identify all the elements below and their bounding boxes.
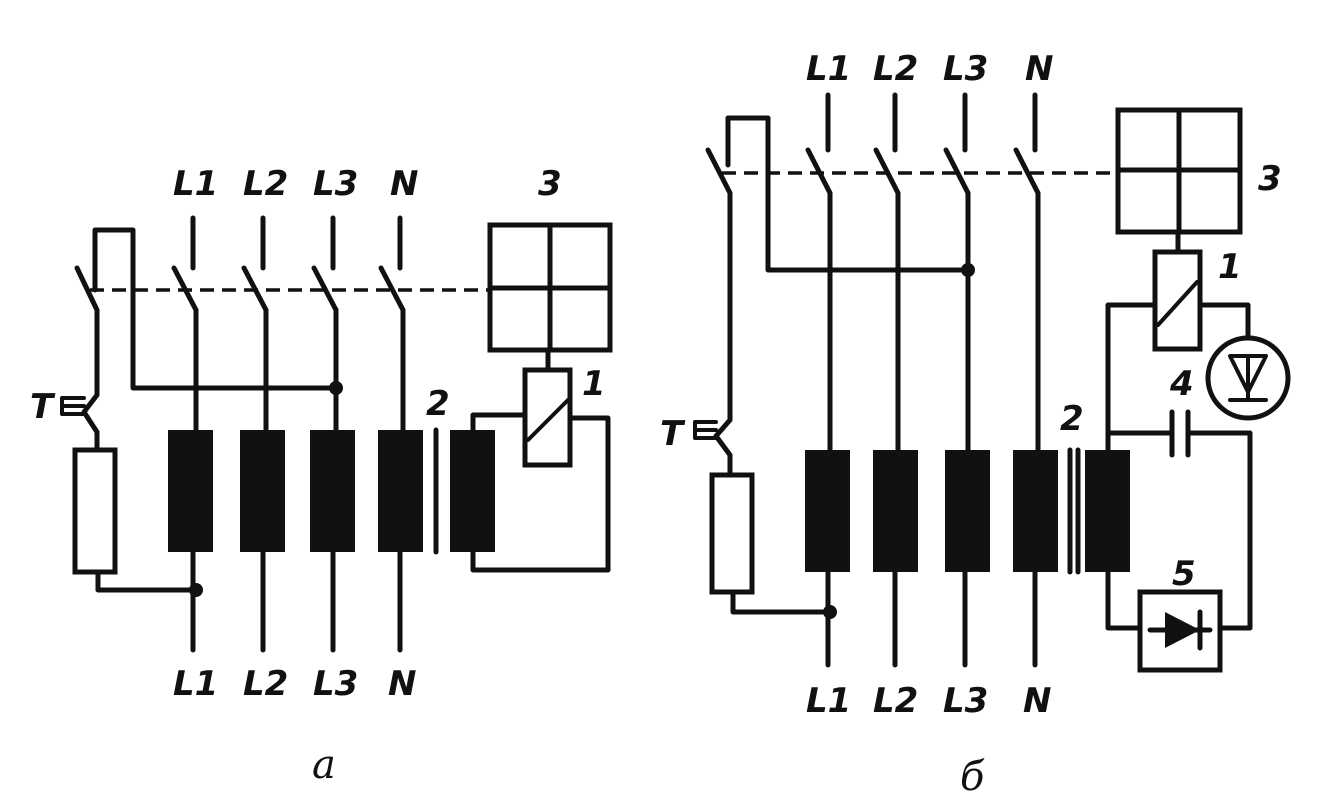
test-resistor [72, 447, 118, 575]
caption-b: б [960, 754, 985, 800]
top-label-l3: L3 [313, 164, 358, 204]
winding-l1 [168, 430, 213, 552]
test-button-label: T [660, 414, 686, 454]
diagram-a: L1 L2 L3 N L1 L2 L3 N T 1 2 3 а [30, 164, 613, 788]
top-label-l2: L2 [243, 164, 288, 204]
bottom-label-n: N [1023, 681, 1051, 721]
bottom-label-l3: L3 [943, 681, 988, 721]
bottom-label-l2: L2 [873, 681, 918, 721]
winding-l3 [945, 450, 990, 572]
junction-dot [823, 605, 837, 619]
winding-l1 [805, 450, 850, 572]
winding-l2 [240, 430, 285, 552]
bottom-label-l3: L3 [313, 664, 358, 704]
diagram-b: L1 L2 L3 N L1 L2 L3 N T 1 2 3 4 5 б [660, 49, 1291, 800]
transformer-number: 2 [426, 384, 450, 424]
junction-dot [961, 263, 975, 277]
secondary-winding [450, 430, 495, 552]
top-label-n: N [1025, 49, 1053, 89]
junction-dot [189, 583, 203, 597]
bottom-label-l1: L1 [173, 664, 218, 704]
secondary-winding [1085, 450, 1130, 572]
bottom-label-l2: L2 [243, 664, 288, 704]
rectifier-number: 5 [1172, 554, 1196, 594]
top-label-l1: L1 [173, 164, 218, 204]
relay-coil [522, 367, 573, 468]
relay-number: 1 [1218, 247, 1242, 287]
top-label-l3: L3 [943, 49, 988, 89]
capacitor [1169, 409, 1191, 458]
capacitor-number: 4 [1169, 364, 1194, 404]
winding-n [378, 430, 423, 552]
top-label-l1: L1 [806, 49, 851, 89]
relay-number: 1 [582, 364, 606, 404]
transformer-number: 2 [1060, 399, 1084, 439]
test-resistor [709, 472, 755, 595]
bottom-label-l1: L1 [806, 681, 851, 721]
mechanism-number: 3 [1258, 159, 1282, 199]
winding-n [1013, 450, 1058, 572]
mechanism-number: 3 [538, 164, 562, 204]
junction-dot [329, 381, 343, 395]
winding-l3 [310, 430, 355, 552]
top-label-l2: L2 [873, 49, 918, 89]
test-button-label: T [30, 387, 56, 427]
winding-l2 [873, 450, 918, 572]
caption-a: а [312, 742, 336, 788]
bottom-label-n: N [388, 664, 416, 704]
relay-coil [1152, 249, 1203, 352]
top-label-n: N [390, 164, 418, 204]
